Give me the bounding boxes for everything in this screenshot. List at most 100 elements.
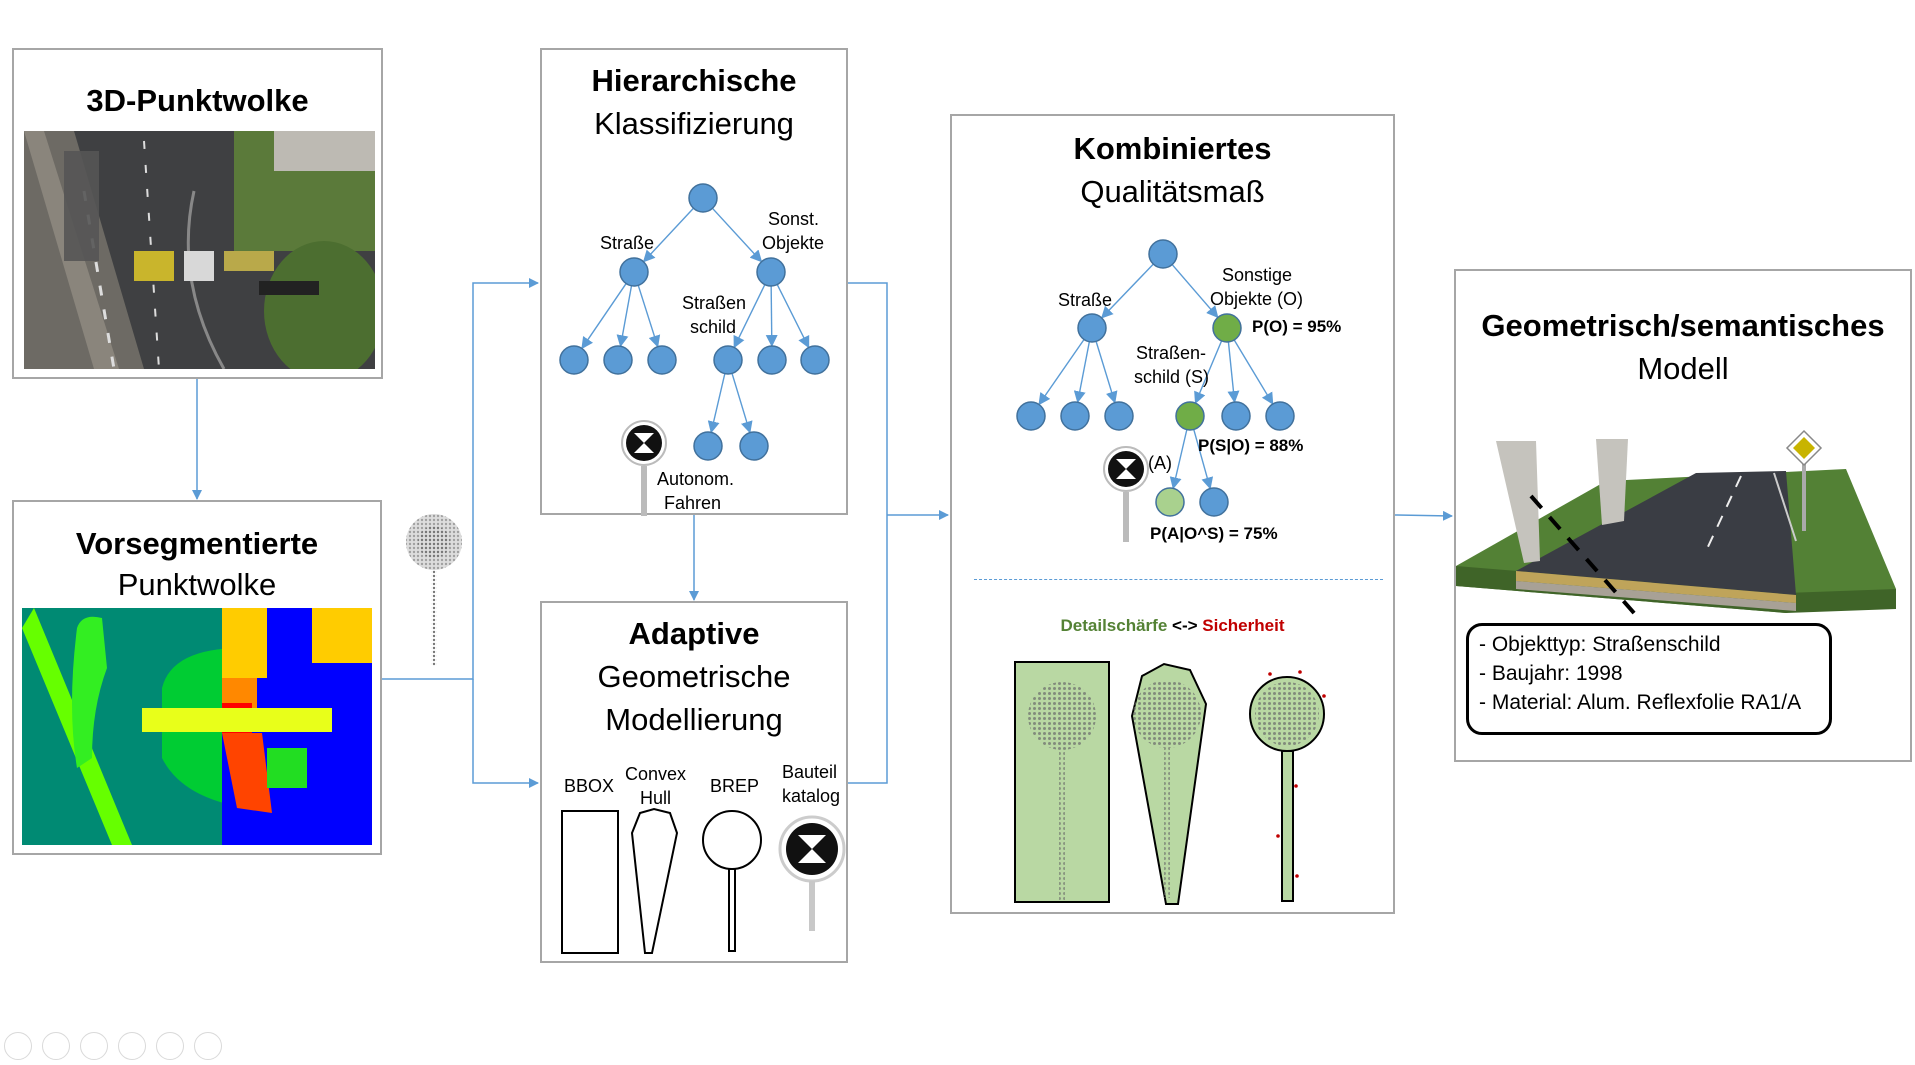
tradeoff-label: Detailschärfe <-> Sicherheit — [952, 616, 1393, 636]
modelling-title-bold: Adaptive — [628, 616, 760, 651]
road-model-image — [1456, 429, 1896, 623]
more-options-button[interactable] — [194, 1032, 222, 1060]
quality-title-normal: Qualitätsmaß — [1080, 174, 1265, 209]
modelling-shapes — [561, 807, 846, 954]
q-label-other-2: Objekte (O) — [1210, 289, 1304, 309]
tree-node — [1175, 401, 1205, 431]
tradeoff-brep — [1249, 670, 1326, 902]
tree-edge — [637, 285, 661, 348]
modelling-title-2: Geometrische — [597, 659, 791, 694]
tree-node — [1060, 401, 1090, 431]
tree-edge — [711, 207, 763, 263]
tradeoff-shapes — [1014, 661, 1326, 905]
label-other-1: Sonst. — [768, 209, 820, 229]
previous-slide-button[interactable] — [4, 1032, 32, 1060]
tree-edge — [642, 207, 694, 263]
tree-edge — [1193, 429, 1214, 490]
convex-hull-shape — [630, 807, 679, 954]
q-label-road: Straße — [1058, 290, 1113, 310]
tree-edge — [1101, 263, 1154, 319]
tree-node — [693, 431, 723, 461]
bbox-shape — [561, 810, 619, 954]
tree-node — [1104, 401, 1134, 431]
modelling-box: Adaptive Geometrische Modellierung BBOX … — [540, 601, 848, 963]
tree-node — [1265, 401, 1295, 431]
presegmented-title-normal: Punktwolke — [117, 567, 277, 602]
tree-node — [688, 183, 718, 213]
next-slide-button[interactable] — [42, 1032, 70, 1060]
sign-pointcloud-icon — [406, 514, 462, 666]
label-other-2: Objekte — [762, 233, 825, 253]
tree-node — [647, 345, 677, 375]
brep-pole — [728, 868, 736, 952]
tree-edge — [1227, 341, 1240, 404]
modelling-title-3: Modellierung — [605, 702, 783, 737]
q-label-other-1: Sonstige — [1222, 265, 1293, 285]
classification-tree — [559, 183, 830, 461]
tree-edge — [1194, 340, 1223, 405]
tree-edge — [1233, 339, 1274, 405]
prob-o: P(O) = 95% — [1252, 317, 1342, 336]
prob-s-given-o: P(S|O) = 88% — [1198, 436, 1304, 455]
tree-edge — [733, 284, 766, 349]
tree-node — [757, 345, 787, 375]
model-title-normal: Modell — [1637, 351, 1729, 386]
label-sign-1: Straßen — [682, 293, 747, 313]
attribute-type: - Objekttyp: Straßenschild — [1479, 633, 1721, 656]
pen-tool-button[interactable] — [80, 1032, 108, 1060]
tree-node — [559, 345, 589, 375]
model-box: Geometrisch/semantisches Modell - Objekt… — [1454, 269, 1912, 762]
quality-box: Kombiniertes Qualitätsmaß Straße Sonstig… — [950, 114, 1395, 914]
prob-a-given-os: P(A|O^S) = 75% — [1150, 524, 1278, 543]
attribute-box: - Objekttyp: Straßenschild - Baujahr: 19… — [1466, 623, 1832, 735]
attribute-material: - Material: Alum. Reflexfolie RA1/A — [1479, 691, 1802, 714]
variant-convex-label-2: Hull — [640, 788, 672, 808]
tradeoff-safety: Sicherheit — [1202, 616, 1285, 635]
tradeoff-bbox — [1014, 661, 1110, 903]
tree-node — [1221, 401, 1251, 431]
arrow-classification-to-quality — [848, 282, 888, 515]
variant-brep-label: BREP — [710, 776, 760, 796]
slideshow-toolbar — [4, 1032, 232, 1065]
quality-title-bold: Kombiniertes — [1073, 131, 1272, 166]
attribute-year: - Baujahr: 1998 — [1479, 662, 1623, 685]
tree-edge — [1038, 339, 1085, 406]
tree-edge — [1095, 341, 1118, 404]
arrow-quality-to-model — [1394, 510, 1453, 521]
road-sign-icon — [621, 420, 667, 516]
tree-edge — [1171, 264, 1219, 319]
label-auto-1: Autonom. — [657, 469, 735, 489]
quality-tree — [1016, 239, 1295, 517]
tradeoff-detail: Detailschärfe — [1060, 616, 1168, 635]
variant-catalog-label-2: katalog — [782, 786, 841, 806]
pointcloud-image — [24, 131, 375, 369]
arrow-modelling-to-quality — [848, 515, 888, 784]
tree-node — [603, 345, 633, 375]
arrow-segmented-to-modelling — [472, 679, 539, 788]
label-road: Straße — [600, 233, 655, 253]
presegmented-title-bold: Vorsegmentierte — [75, 526, 319, 561]
q-road-sign-icon — [1103, 446, 1149, 542]
pointcloud-box: 3D-Punktwolke — [12, 48, 383, 379]
q-label-a: (A) — [1148, 453, 1172, 473]
tree-node — [1077, 313, 1107, 343]
tree-node — [739, 431, 769, 461]
variant-bbox-label: BBOX — [564, 776, 615, 796]
tree-node — [1212, 313, 1242, 343]
catalog-sign-shape — [778, 815, 846, 931]
section-divider — [974, 579, 1383, 580]
presegmented-box: Vorsegmentierte Punktwolke — [12, 500, 382, 855]
variant-catalog-label-1: Bauteil — [782, 762, 838, 782]
q-label-sign-1: Straßen- — [1136, 343, 1207, 363]
tree-edge — [765, 285, 778, 348]
classification-title-bold: Hierarchische — [591, 63, 797, 98]
classification-box: Hierarchische Klassifizierung Straße Son… — [540, 48, 848, 516]
classification-title-normal: Klassifizierung — [594, 106, 794, 141]
tree-node — [800, 345, 830, 375]
tree-edge — [776, 284, 810, 349]
variant-convex-label-1: Convex — [625, 764, 687, 784]
tree-node — [1148, 239, 1178, 269]
q-label-sign-2: schild (S) — [1134, 367, 1210, 387]
zoom-button[interactable] — [156, 1032, 184, 1060]
slide-overview-button[interactable] — [118, 1032, 146, 1060]
